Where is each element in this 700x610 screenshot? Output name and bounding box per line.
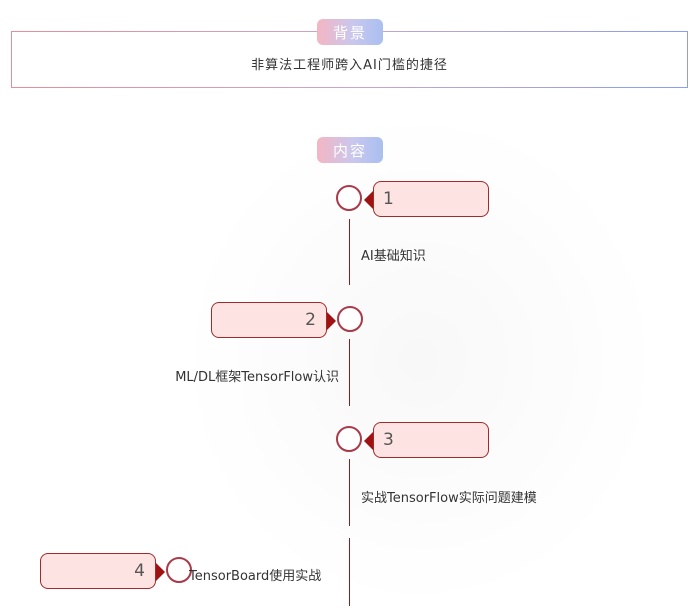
step-number-3: 3: [383, 430, 394, 450]
step-label-1: AI基础知识: [361, 249, 426, 264]
step-node-3: 3: [373, 422, 489, 458]
timeline-line: [349, 219, 350, 285]
timeline-circle-3: [336, 426, 362, 452]
background-title-pill: 背景: [317, 19, 383, 45]
timeline-circle-2: [337, 306, 363, 332]
content-title-pill: 内容: [317, 137, 383, 163]
timeline-circle-4: [166, 557, 192, 583]
step-node-1: 1: [373, 181, 489, 217]
node-pointer-2: [327, 312, 336, 330]
timeline-line: [349, 339, 350, 406]
step-number-4: 4: [134, 561, 145, 581]
step-node-4: 4: [40, 553, 156, 589]
step-label-4: TensorBoard使用实战: [189, 569, 322, 584]
step-label-2: ML/DL框架TensorFlow认识: [175, 370, 339, 385]
timeline-circle-1: [336, 185, 362, 211]
timeline-line: [349, 538, 350, 606]
step-node-2: 2: [211, 302, 327, 338]
node-pointer-1: [364, 191, 373, 209]
timeline-line: [349, 459, 350, 526]
step-number-2: 2: [305, 310, 316, 330]
step-label-3: 实战TensorFlow实际问题建模: [361, 491, 537, 506]
node-pointer-4: [156, 563, 165, 581]
node-pointer-3: [364, 432, 373, 450]
step-number-1: 1: [383, 189, 394, 209]
background-text: 非算法工程师跨入AI门槛的捷径: [251, 58, 448, 73]
